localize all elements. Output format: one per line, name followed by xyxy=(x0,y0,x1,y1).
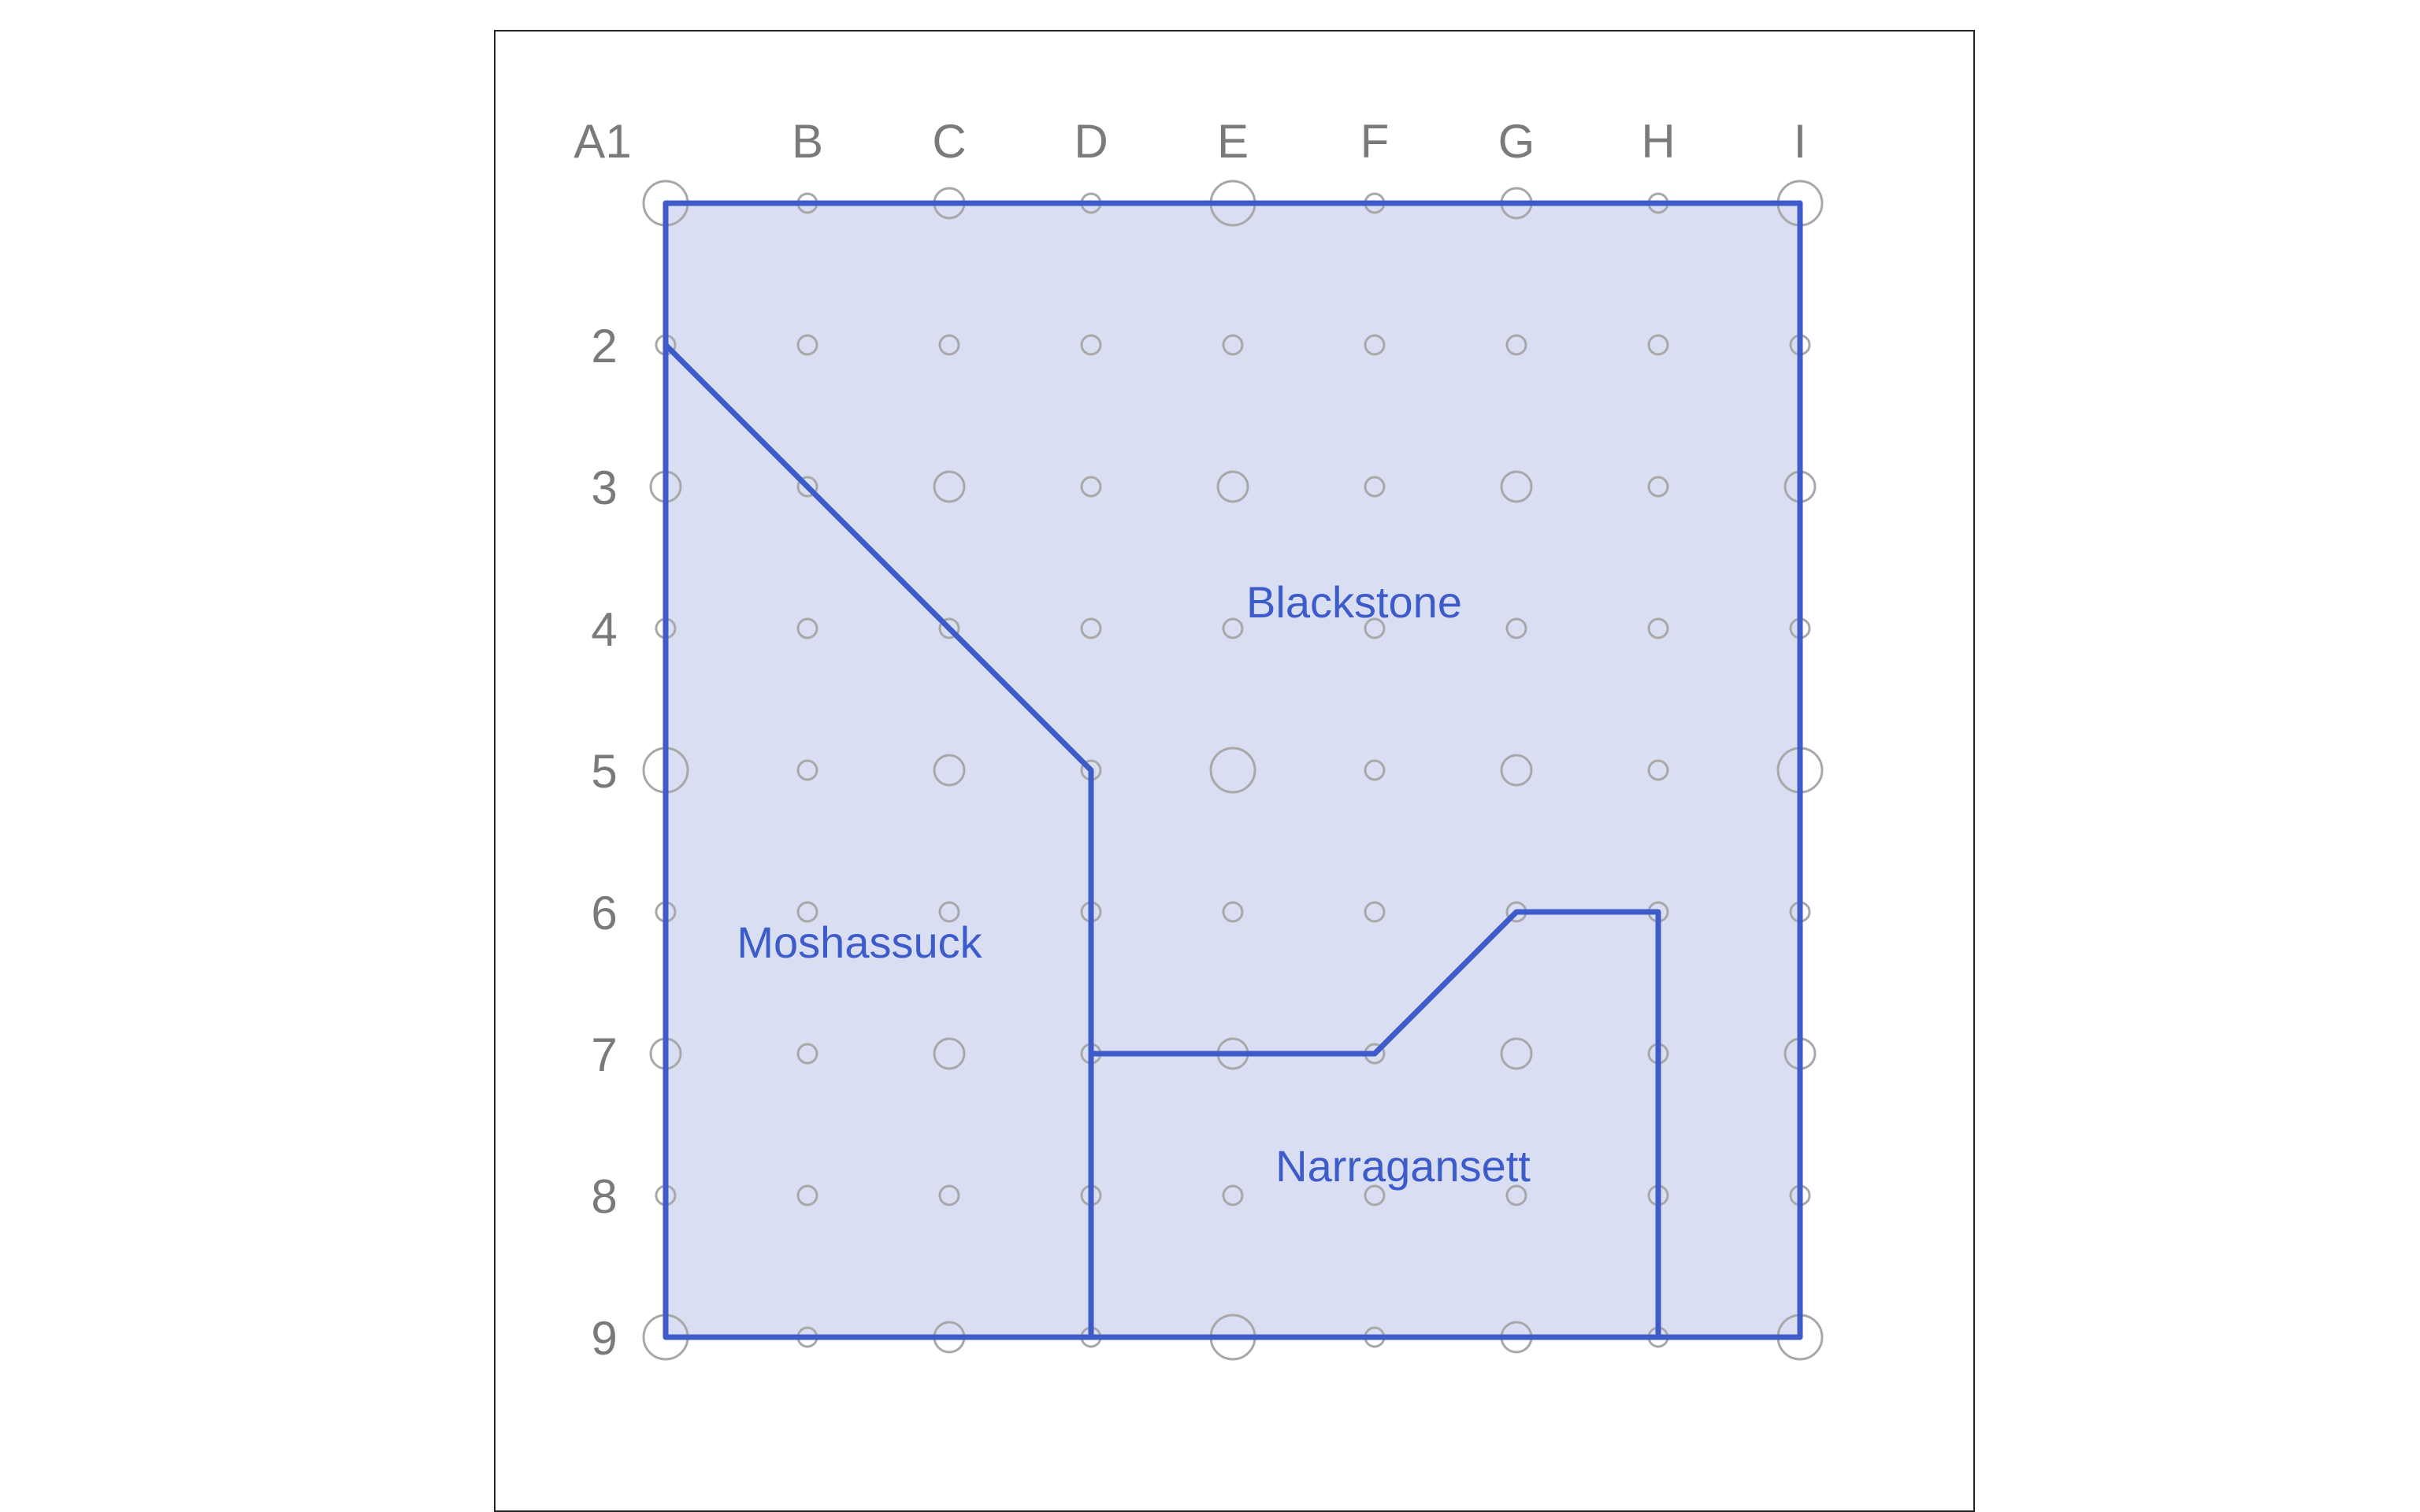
region-label-blackstone: Blackstone xyxy=(1246,577,1462,627)
peg xyxy=(796,1184,818,1206)
peg xyxy=(1222,334,1244,356)
peg xyxy=(1500,470,1533,503)
board-frame: A1 B C D E F G H I 2 3 4 5 6 7 8 9 Blackstone Moshassuc… xyxy=(494,30,1975,1512)
peg xyxy=(1500,1037,1533,1070)
column-label: C xyxy=(932,115,966,168)
row-label: 6 xyxy=(591,887,617,939)
peg xyxy=(938,334,960,356)
column-label: H xyxy=(1641,115,1675,168)
row-labels: 2 3 4 5 6 7 8 9 xyxy=(591,320,617,1365)
peg xyxy=(1364,334,1386,356)
peg xyxy=(1505,334,1527,356)
peg xyxy=(1364,901,1386,923)
row-label: 4 xyxy=(591,603,617,656)
peg xyxy=(1364,1184,1386,1206)
peg xyxy=(1222,1184,1244,1206)
peg xyxy=(796,759,818,781)
peg xyxy=(1209,747,1256,794)
peg xyxy=(1364,759,1386,781)
peg xyxy=(1647,334,1669,356)
column-labels: A1 B C D E F G H I xyxy=(573,115,1806,168)
peg xyxy=(796,901,818,923)
peg xyxy=(1500,754,1533,787)
peg xyxy=(1222,617,1244,639)
region-fills xyxy=(666,203,1800,1337)
peg xyxy=(1505,617,1527,639)
peg xyxy=(933,470,966,503)
region-label-narragansett: Narragansett xyxy=(1275,1141,1531,1191)
column-label: B xyxy=(792,115,823,168)
row-label: 9 xyxy=(591,1312,617,1365)
column-label: E xyxy=(1217,115,1249,168)
peg xyxy=(1080,476,1102,498)
row-label: 3 xyxy=(591,461,617,514)
row-label: 7 xyxy=(591,1028,617,1081)
peg xyxy=(796,1043,818,1065)
peg xyxy=(1080,617,1102,639)
column-label: G xyxy=(1498,115,1535,168)
region-outlines xyxy=(663,200,1803,1340)
peg xyxy=(938,1184,960,1206)
narragansett-boundary xyxy=(1091,909,1661,1337)
peg xyxy=(1505,1184,1527,1206)
row-label: 5 xyxy=(591,745,617,798)
peg xyxy=(1216,470,1249,503)
peg xyxy=(796,476,818,498)
peg xyxy=(1364,617,1386,639)
peg xyxy=(1647,476,1669,498)
column-label: A1 xyxy=(573,115,631,168)
peg xyxy=(938,617,960,639)
column-label: D xyxy=(1074,115,1108,168)
moshassuck-boundary xyxy=(663,343,1094,1337)
board-region-fill xyxy=(666,203,1800,1337)
peg xyxy=(796,617,818,639)
row-label: 8 xyxy=(591,1170,617,1223)
column-label: I xyxy=(1794,115,1807,168)
row-label: 2 xyxy=(591,320,617,372)
peg xyxy=(796,334,818,356)
region-label-moshassuck: Moshassuck xyxy=(737,917,982,967)
peg xyxy=(1647,617,1669,639)
peg xyxy=(1222,901,1244,923)
peg xyxy=(1647,759,1669,781)
peg xyxy=(933,754,966,787)
peg xyxy=(938,901,960,923)
peg xyxy=(1080,334,1102,356)
peg xyxy=(1364,476,1386,498)
column-label: F xyxy=(1360,115,1390,168)
geoboard-diagram: A1 B C D E F G H I 2 3 4 5 6 7 8 9 Blackstone Moshassuc… xyxy=(573,115,1824,1365)
peg xyxy=(933,1037,966,1070)
outer-boundary xyxy=(663,200,1803,1340)
